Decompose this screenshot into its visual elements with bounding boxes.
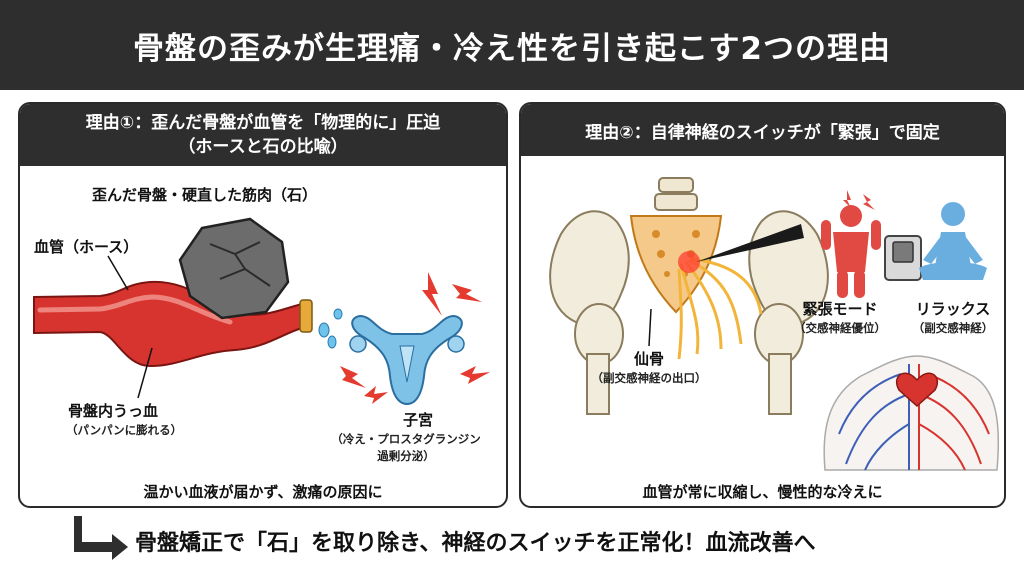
page-title: 骨盤の歪みが生理痛・冷え性を引き起こす2つの理由 <box>133 30 891 67</box>
tense-label: 緊張モード <box>802 300 878 318</box>
relax-sub: （副交感神経） <box>912 321 994 335</box>
spine-icon <box>654 177 698 211</box>
switch-icon <box>884 235 922 281</box>
reason-2-panel: 理由②：自律神経のスイッチが「緊張」で固定 <box>519 102 1006 508</box>
title-bar: 骨盤の歪みが生理痛・冷え性を引き起こす2つの理由 <box>0 0 1024 90</box>
reason-1-panel: 理由①：歪んだ骨盤が血管を「物理的に」圧迫 （ホースと石の比喩） <box>18 102 508 508</box>
uterus-sub-1: （冷え・プロスタグランジン <box>331 432 481 446</box>
tense-figure-icon <box>821 205 881 298</box>
reason-1-heading: 理由①：歪んだ骨盤が血管を「物理的に」圧迫 （ホースと石の比喩） <box>20 104 506 166</box>
sacrum-sub: （副交感神経の出口） <box>591 371 707 385</box>
uterus-sub-2: 過剰分泌） <box>377 449 435 463</box>
body-vessels-icon <box>823 355 1000 471</box>
stone-icon <box>178 217 290 320</box>
reason-2-caption: 血管が常に収縮し、慢性的な冷えに <box>642 483 883 501</box>
sacrum-label: 仙骨 <box>633 350 664 368</box>
relax-label: リラックス <box>915 300 991 318</box>
sacrum-icon <box>629 215 723 314</box>
stress-mark-icon <box>843 190 875 210</box>
hose-label: 血管（ホース） <box>34 238 139 256</box>
callout-pointer <box>696 224 804 262</box>
reason-1-heading-line2: （ホースと石の比喩） <box>178 137 348 157</box>
reason-1-caption: 温かい血液が届かず、激痛の原因に <box>143 483 383 501</box>
congestion-label: 骨盤内うっ血 <box>68 402 159 420</box>
conclusion-arrow-icon <box>74 516 128 560</box>
reason-2-heading: 理由②：自律神経のスイッチが「緊張」で固定 <box>521 104 1004 156</box>
relax-figure-icon <box>919 202 987 280</box>
reason-1-heading-line1: 理由①：歪んだ骨盤が血管を「物理的に」圧迫 <box>85 113 441 133</box>
heart-icon <box>896 372 938 408</box>
hose-nozzle <box>299 299 313 333</box>
water-drops <box>318 308 343 349</box>
pelvis-nerve-illustration <box>549 177 1000 471</box>
pelvis-icon <box>549 210 829 415</box>
uterus-label: 子宮 <box>402 411 433 429</box>
vessel-stone-illustration <box>33 217 490 406</box>
uterus-icon <box>349 314 465 406</box>
nerve-pain-spot <box>678 251 700 273</box>
stone-label: 歪んだ骨盤・硬直した筋肉（石） <box>92 186 318 204</box>
congestion-sub: （パンパンに膨れる） <box>66 423 183 437</box>
tense-sub: （交感神経優位） <box>794 321 886 335</box>
conclusion-text: 骨盤矯正で「石」を取り除き、神経のスイッチを正常化！血流改善へ <box>135 531 816 556</box>
pain-lightning-icon <box>340 272 490 404</box>
